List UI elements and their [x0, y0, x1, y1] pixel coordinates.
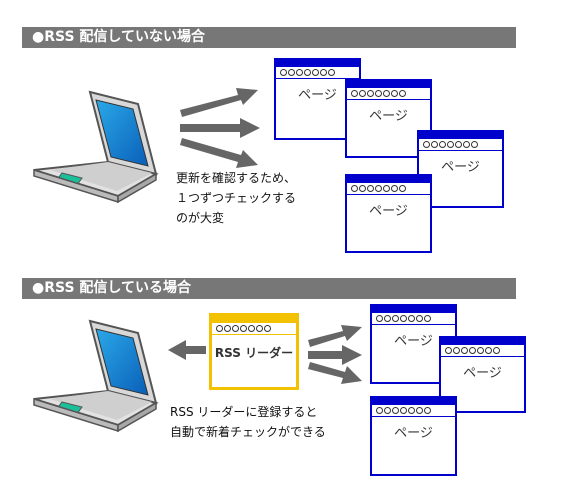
page-label: ページ — [394, 334, 433, 349]
arrow-icon — [308, 362, 362, 384]
arrow-icon — [180, 138, 258, 168]
section-header-no-rss: ●RSS 配信していない場合 — [22, 27, 516, 48]
arrow-icon — [168, 340, 206, 360]
page-window: ページ — [345, 174, 432, 253]
rss-reader-window: RSS リーダー — [209, 313, 299, 390]
page-label: ページ — [369, 109, 408, 124]
page-label: ページ — [463, 366, 502, 381]
page-window: ページ — [439, 336, 526, 413]
caption-no-rss: 更新を確認するため、 １つずつチェックする のが大変 — [176, 171, 297, 225]
arrow-icon — [308, 325, 362, 347]
page-window: ページ — [370, 396, 457, 476]
page-label: ページ — [298, 88, 337, 103]
page-window: ページ — [417, 130, 504, 208]
arrow-icon — [180, 88, 258, 117]
page-label: ページ — [369, 204, 408, 219]
section-header-rss: ●RSS 配信している場合 — [22, 278, 516, 299]
arrow-icon — [180, 118, 260, 138]
caption-rss: RSS リーダーに登録すると 自動で新着チェックができる — [170, 405, 326, 439]
page-label: ページ — [441, 160, 480, 175]
arrow-icon — [308, 345, 362, 365]
laptop-icon — [33, 319, 159, 433]
page-label: ページ — [394, 426, 433, 441]
laptop-icon — [33, 90, 159, 204]
rss-reader-label: RSS リーダー — [214, 346, 294, 360]
